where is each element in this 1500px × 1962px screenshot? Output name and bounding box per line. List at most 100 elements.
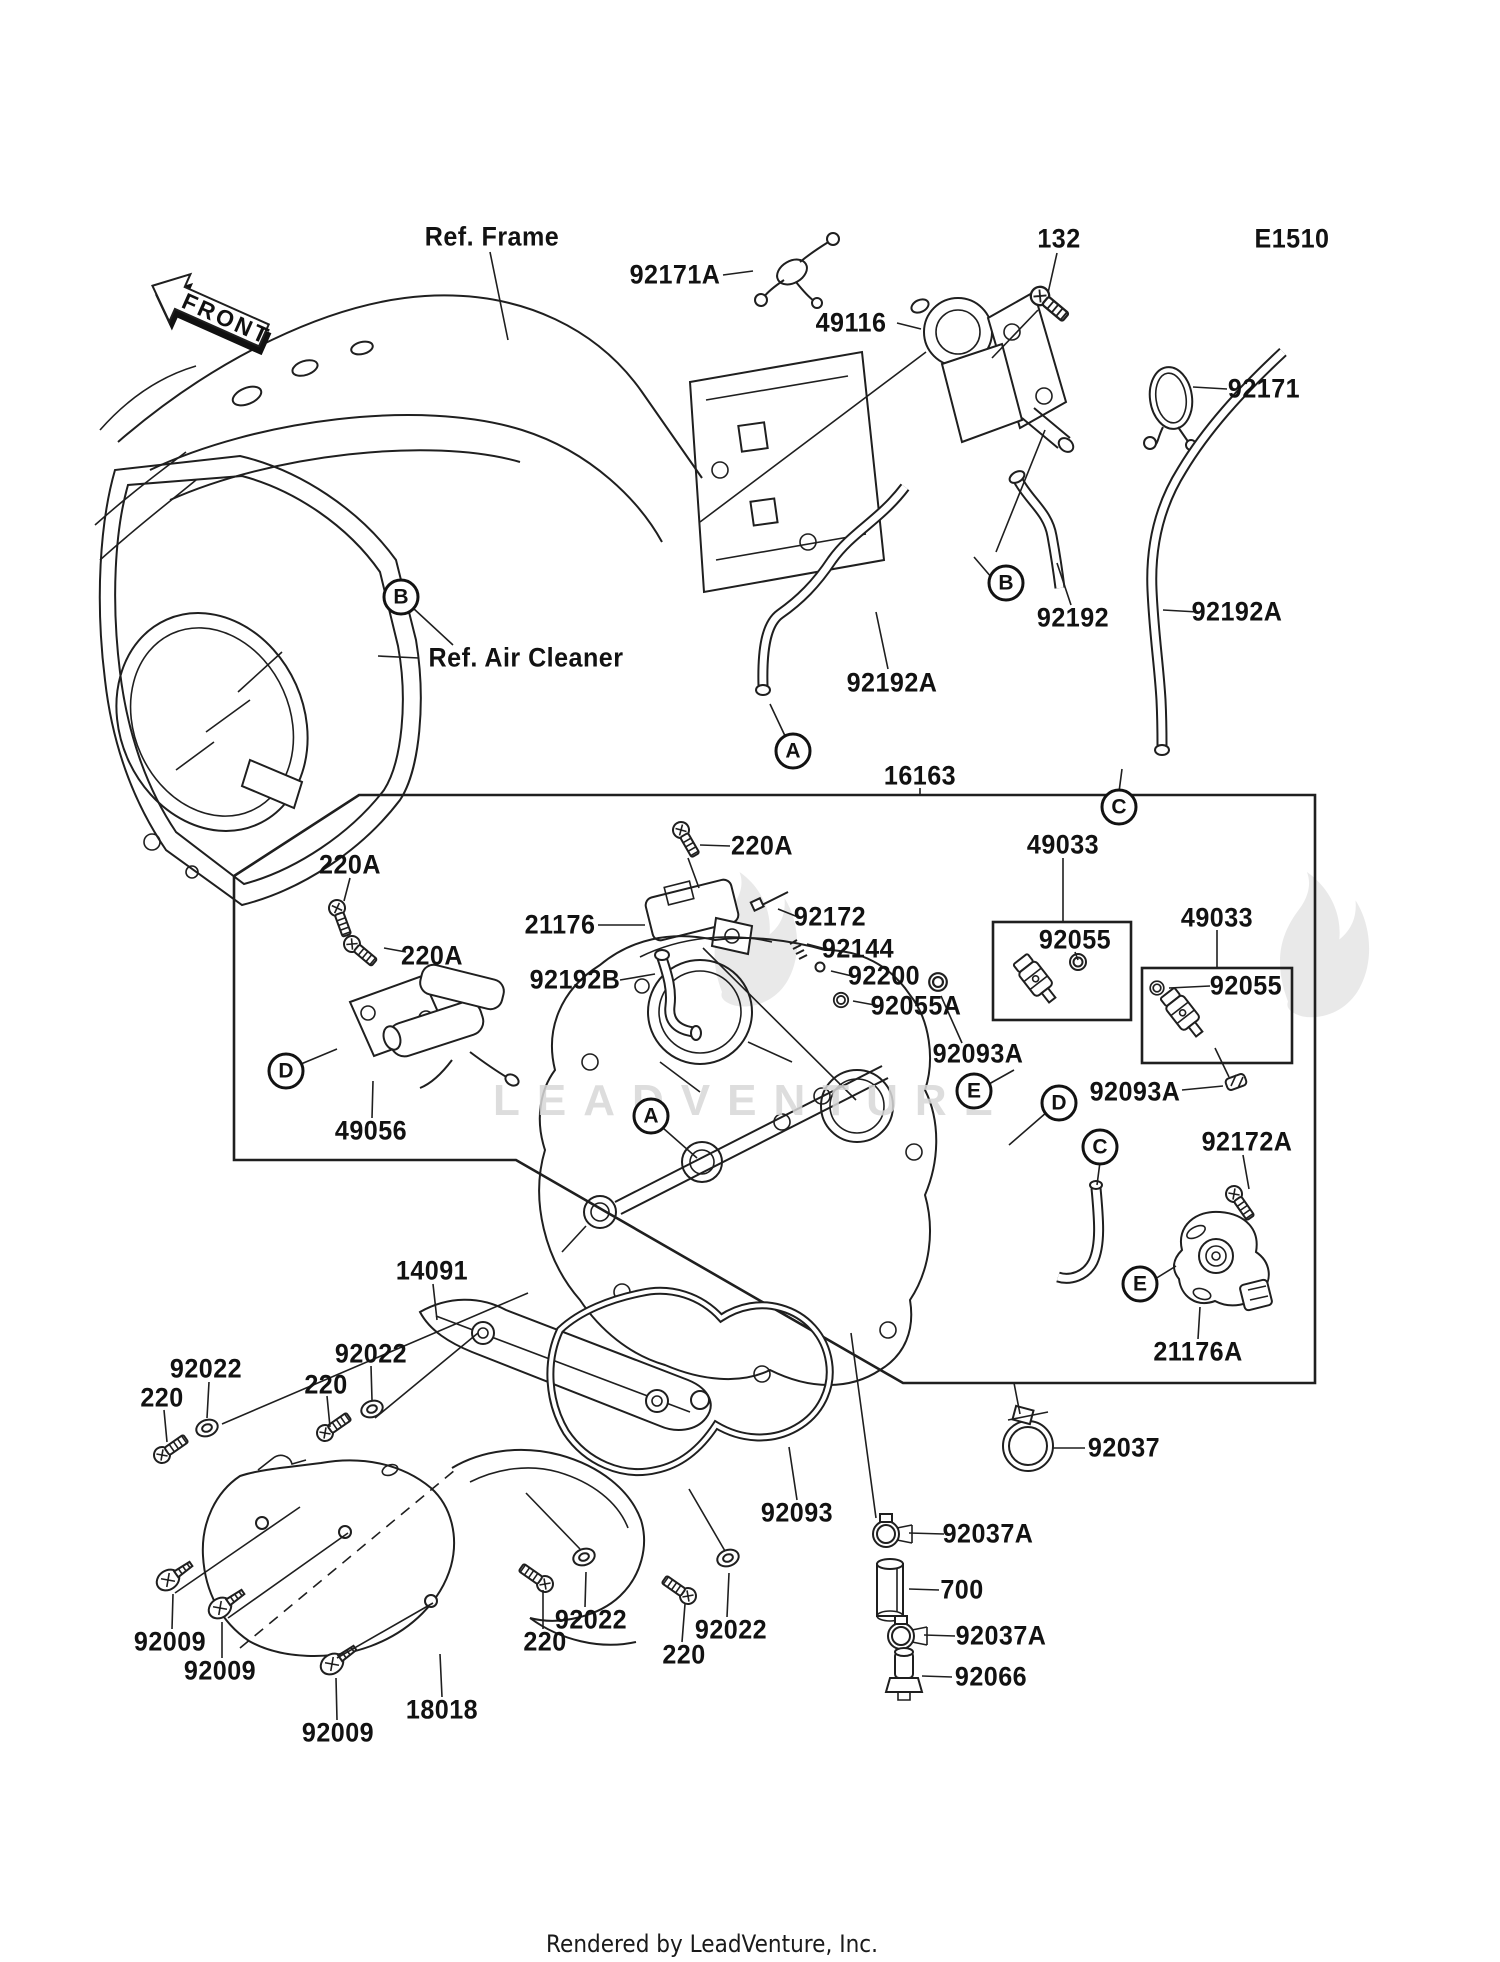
- label-part-92192B: 92192B: [529, 964, 621, 995]
- callout-circle-B: B: [382, 578, 420, 616]
- label-part-92022-1: 92022: [169, 1353, 243, 1384]
- screw-220-icon: [515, 1559, 558, 1597]
- label-part-92172A: 92172A: [1201, 1126, 1293, 1157]
- washer-92022-icon: [713, 1545, 743, 1571]
- map-sensor-21176-drawing: [644, 878, 754, 956]
- label-part-132: 132: [1037, 223, 1081, 254]
- label-part-220-2: 220: [304, 1369, 348, 1400]
- label-part-92144: 92144: [821, 933, 895, 964]
- clip-92171-icon: [1143, 366, 1197, 451]
- screw-92009-icon: [315, 1639, 362, 1680]
- label-part-220-4: 220: [662, 1639, 706, 1670]
- footer-credit: Rendered by LeadVenture, Inc.: [545, 1930, 879, 1958]
- frame-drawing: [94, 294, 886, 594]
- label-part-49056: 49056: [334, 1115, 408, 1146]
- injector-49033-icon: [1010, 951, 1062, 1008]
- leadventure-watermark: LEADVENTURE: [493, 1076, 1011, 1125]
- wire-clamp-92171A-icon: [754, 232, 840, 309]
- label-part-92037: 92037: [1087, 1432, 1161, 1463]
- label-part-92009-2: 92009: [183, 1655, 257, 1686]
- callout-circle-A: A: [632, 1097, 670, 1135]
- air-cleaner-drawing: [98, 454, 422, 907]
- washer-92022-icon: [192, 1415, 222, 1441]
- callout-circle-D: D: [267, 1052, 305, 1090]
- throttle-body-drawing: [538, 935, 938, 1386]
- label-diagram-code: E1510: [1254, 223, 1330, 254]
- label-ref-frame: Ref. Frame: [424, 221, 560, 252]
- hose-clamp-92037-icon: [1002, 1404, 1054, 1472]
- cover-18018-drawing: [201, 1454, 456, 1657]
- screw-92009-icon: [151, 1555, 198, 1596]
- tps-sensor-21176A-drawing: [1173, 1210, 1273, 1312]
- screw-220A-icon: [669, 818, 704, 861]
- callout-circle-E: E: [1121, 1265, 1159, 1303]
- inner-box-49033-2: [1140, 966, 1294, 1065]
- label-part-16163: 16163: [883, 760, 957, 791]
- label-part-92066: 92066: [954, 1661, 1028, 1692]
- label-part-700: 700: [940, 1574, 984, 1605]
- label-part-92022-4: 92022: [694, 1614, 768, 1645]
- label-part-92192A-1: 92192A: [846, 667, 938, 698]
- label-part-92055-2: 92055: [1209, 970, 1283, 1001]
- screw-92009-icon: [203, 1583, 250, 1624]
- label-part-220A-3: 220A: [731, 830, 793, 861]
- label-part-220A-1: 220A: [319, 849, 381, 880]
- label-part-220-3: 220: [523, 1626, 567, 1657]
- washer-92022-icon: [357, 1396, 387, 1422]
- label-part-21176: 21176: [524, 909, 596, 940]
- label-part-49033-1: 49033: [1026, 829, 1100, 860]
- front-arrow: FRONT: [151, 272, 275, 356]
- label-part-21176A: 21176A: [1153, 1336, 1243, 1367]
- label-part-92093A-2: 92093A: [1089, 1076, 1181, 1107]
- label-part-92037A-2: 92037A: [955, 1620, 1047, 1651]
- label-part-92172: 92172: [793, 901, 867, 932]
- oring-92055-icon: [1069, 953, 1087, 971]
- label-part-49033-2: 49033: [1180, 902, 1254, 933]
- screw-220A-icon: [325, 896, 356, 939]
- leader-lines: [163, 251, 1250, 1721]
- screw-220-icon: [149, 1430, 192, 1468]
- washer-92022-icon: [569, 1544, 599, 1570]
- callout-circle-D: D: [1040, 1084, 1078, 1122]
- label-part-18018: 18018: [405, 1694, 479, 1725]
- inner-box-49033-1: [991, 920, 1133, 1022]
- label-part-92009-3: 92009: [301, 1717, 375, 1748]
- label-part-92192: 92192: [1036, 602, 1110, 633]
- label-part-92055A: 92055A: [870, 990, 962, 1021]
- label-part-92009-1: 92009: [133, 1626, 207, 1657]
- label-ref-air-cleaner: Ref. Air Cleaner: [428, 642, 624, 673]
- screw-220-icon: [312, 1408, 355, 1446]
- callout-circle-C: C: [1100, 788, 1138, 826]
- oring-92055-icon: [1149, 980, 1165, 996]
- tube-700-icon: [876, 1558, 904, 1622]
- label-part-92200: 92200: [847, 960, 921, 991]
- callout-circle-A: A: [774, 732, 812, 770]
- cover-housing-drawing: [451, 1448, 645, 1646]
- label-part-14091: 14091: [395, 1255, 469, 1286]
- label-part-92171A: 92171A: [629, 259, 721, 290]
- label-part-92055-1: 92055: [1038, 924, 1112, 955]
- injector-49033-icon: [1157, 985, 1209, 1042]
- label-part-92037A-1: 92037A: [942, 1518, 1034, 1549]
- callout-circle-E: E: [955, 1072, 993, 1110]
- assembly-box-16163: [232, 793, 1317, 1385]
- label-part-92171: 92171: [1227, 373, 1301, 404]
- label-part-92192A-2: 92192A: [1191, 596, 1283, 627]
- screw-220-icon: [658, 1571, 701, 1609]
- clamp-92037A-icon: [872, 1513, 913, 1548]
- oring-92093A-icon: [928, 972, 948, 992]
- label-part-220A-2: 220A: [401, 940, 463, 971]
- label-part-49116: 49116: [815, 307, 887, 338]
- label-part-92022-2: 92022: [334, 1338, 408, 1369]
- plug-92066-icon: [884, 1647, 924, 1701]
- label-part-92093A-1: 92093A: [932, 1038, 1024, 1069]
- purge-valve-49056-drawing: [348, 963, 520, 1089]
- cover-bracket-14091-drawing: [418, 1298, 712, 1431]
- label-part-220-1: 220: [140, 1382, 184, 1413]
- screw-220A-icon: [339, 931, 381, 970]
- air-switching-valve-49116-drawing: [910, 290, 1075, 453]
- label-part-92022-3: 92022: [554, 1604, 628, 1635]
- callout-circle-C: C: [1081, 1128, 1119, 1166]
